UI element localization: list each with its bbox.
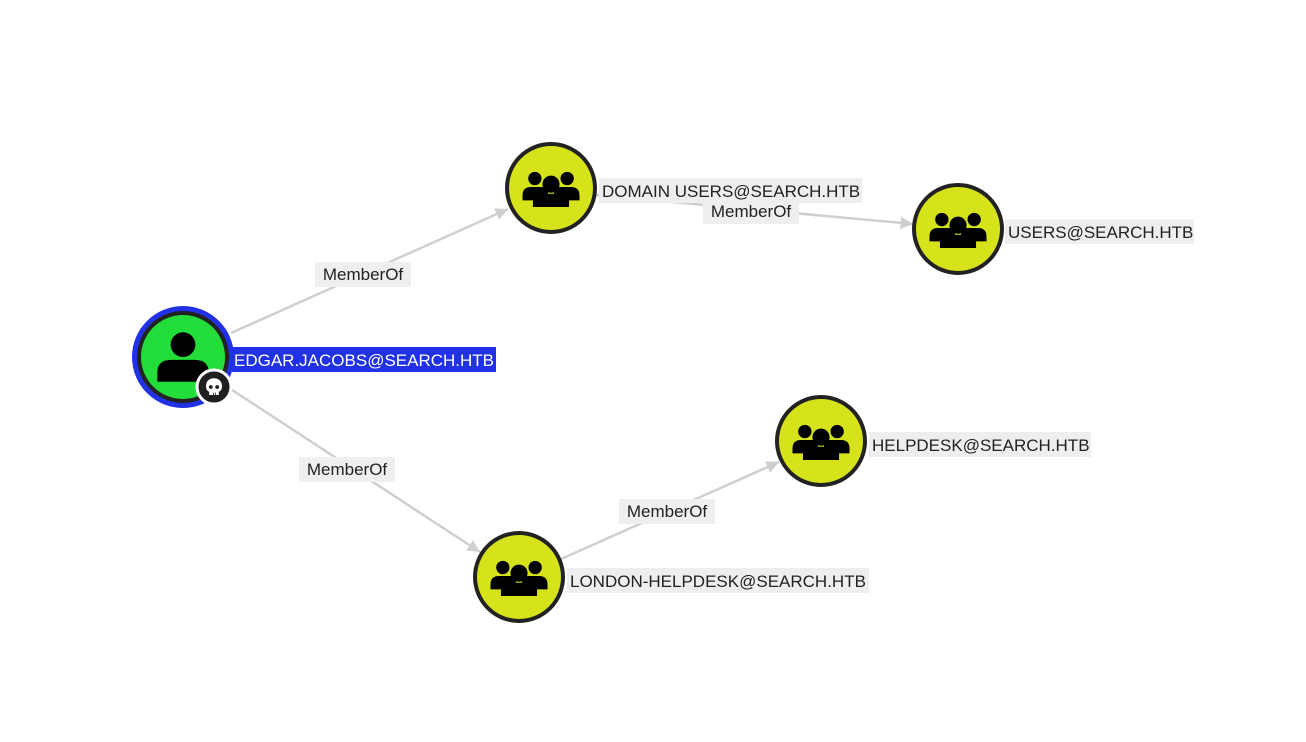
node-label: HELPDESK@SEARCH.HTB	[872, 436, 1090, 455]
owned-badge	[195, 368, 233, 406]
node-label: DOMAIN USERS@SEARCH.HTB	[602, 182, 860, 201]
nodes-layer: EDGAR.JACOBS@SEARCH.HTB DOMAIN USERS@SEA…	[132, 142, 1194, 623]
edge-edgar-to-domain-users[interactable]: MemberOf	[230, 207, 509, 335]
node-label: EDGAR.JACOBS@SEARCH.HTB	[234, 351, 494, 370]
edge-london-helpdesk-to-helpdesk[interactable]: MemberOf	[560, 460, 780, 561]
selected-label-background	[232, 347, 496, 372]
edge-edgar-to-london-helpdesk[interactable]: MemberOf	[225, 384, 481, 554]
edge-label: MemberOf	[323, 265, 404, 284]
node-domain-users[interactable]: DOMAIN USERS@SEARCH.HTB	[505, 142, 862, 234]
edge-label: MemberOf	[627, 502, 708, 521]
edge-label: MemberOf	[711, 202, 792, 221]
node-label: LONDON-HELPDESK@SEARCH.HTB	[570, 572, 866, 591]
node-users[interactable]: USERS@SEARCH.HTB	[912, 183, 1194, 275]
node-edgar-jacobs[interactable]: EDGAR.JACOBS@SEARCH.HTB	[132, 306, 496, 408]
node-helpdesk[interactable]: HELPDESK@SEARCH.HTB	[775, 395, 1091, 487]
edge-label: MemberOf	[307, 460, 388, 479]
node-london-helpdesk[interactable]: LONDON-HELPDESK@SEARCH.HTB	[473, 531, 869, 623]
node-label: USERS@SEARCH.HTB	[1008, 223, 1193, 242]
edges-layer: MemberOf MemberOf MemberOf MemberOf	[225, 193, 914, 561]
